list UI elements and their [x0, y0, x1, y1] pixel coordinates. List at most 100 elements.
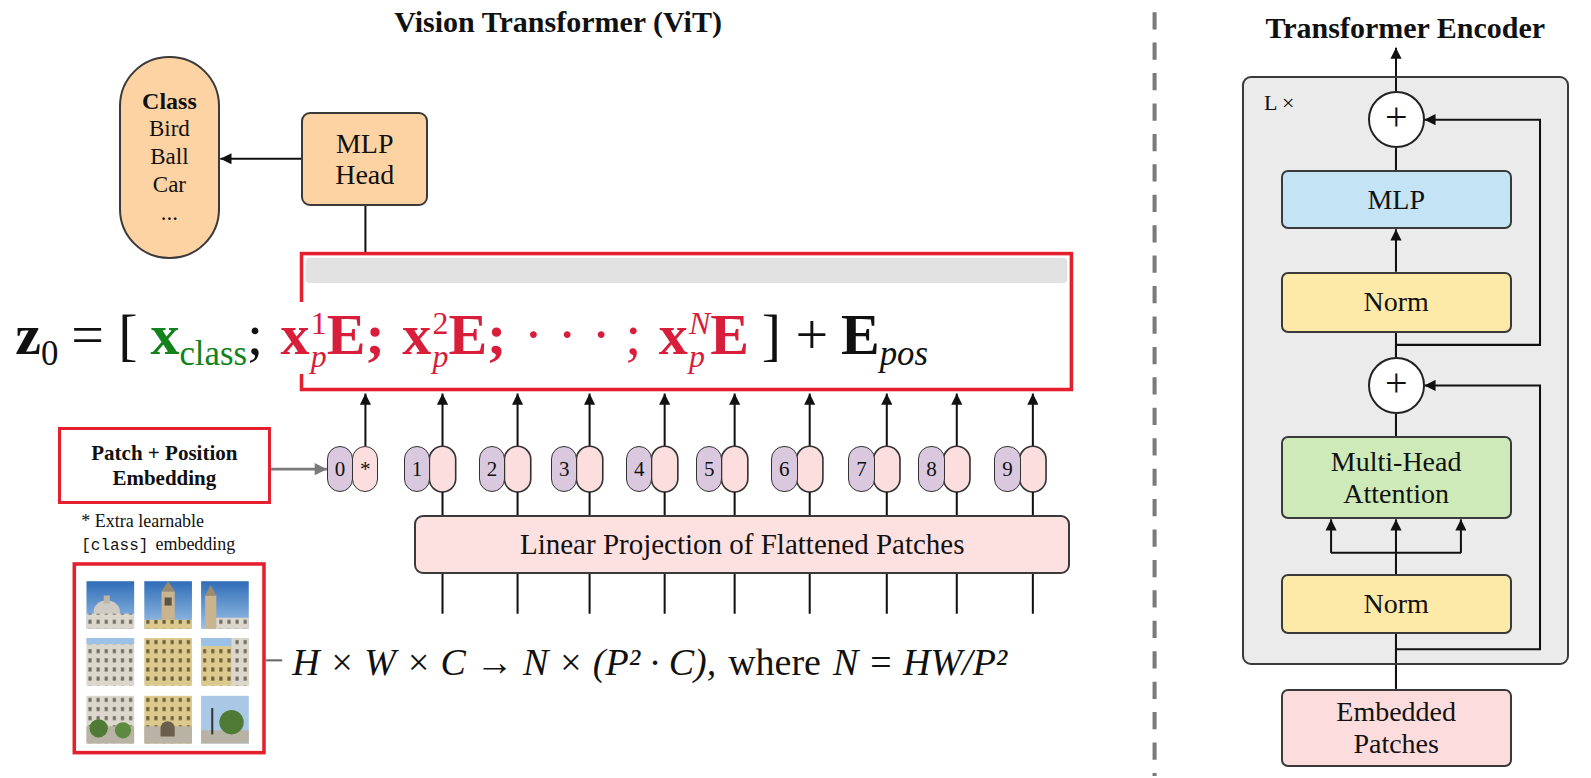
patch-facade: [232, 638, 249, 686]
script-stack: 1p: [311, 308, 327, 373]
formula-term: x: [402, 302, 431, 367]
formula-term: E: [841, 302, 880, 367]
patch-embedding-pill: [576, 446, 602, 492]
token-arrow: [734, 394, 736, 447]
position-number: *: [360, 457, 371, 481]
position-token: 4: [626, 446, 652, 492]
encoder-panel-fill: [1242, 76, 1569, 664]
encoder-bar-top: [306, 258, 1068, 283]
position-token: 7: [848, 446, 874, 492]
position-number: 5: [704, 457, 715, 481]
token-arrow: [1032, 394, 1034, 447]
projection-box: Linear Projection of Flattened Patches: [414, 515, 1070, 574]
patch-lamp: [211, 708, 213, 734]
token-arrow: [956, 394, 958, 447]
panel-heading: Transformer Encoder: [1184, 10, 1591, 46]
position-number: 0: [335, 457, 346, 481]
formula-script: p: [311, 341, 327, 374]
position-token: 3: [551, 446, 577, 492]
patch-tree: [219, 710, 243, 734]
shape-formula-term: N = HW/P²: [833, 642, 1007, 682]
position-number: 2: [487, 457, 498, 481]
formula-term: class: [179, 334, 247, 373]
qkv-arrow: [1460, 519, 1462, 552]
note-row: [class]embedding: [81, 534, 235, 555]
formula-term: pos: [880, 334, 928, 373]
patch-sky: [201, 696, 249, 744]
image-patch: [144, 638, 192, 686]
image-patch: [201, 581, 249, 629]
patch-sky: [86, 638, 134, 644]
output-arrow: [1395, 48, 1397, 92]
patch-facade: [144, 696, 192, 744]
token-arrow: [809, 394, 811, 447]
formula-term: 0: [41, 334, 58, 373]
formula-script: p: [689, 341, 710, 374]
diagram-title: Vision Transformer (ViT): [394, 4, 722, 40]
patch-embedding-pill: [1020, 446, 1046, 492]
highlight-frame: [74, 564, 264, 753]
formula-term: E;: [327, 302, 402, 367]
note-text: * Extra learnable: [81, 511, 204, 532]
code-token: [class]: [81, 537, 148, 555]
position-number: 3: [559, 457, 570, 481]
add-circle: +: [1368, 91, 1425, 148]
shape-formula-term: H × W × C → N × (P² · C),: [292, 642, 716, 682]
flow-arrow: [1396, 385, 1540, 688]
position-token: 9: [994, 446, 1020, 492]
class-output-box: ClassBird Ball Car ...: [119, 56, 220, 259]
patch-facade: [86, 696, 134, 744]
patch-embedding-pill: [721, 446, 747, 492]
box-label: Linear Projection of Flattened Patches: [520, 528, 965, 561]
patch-tree: [90, 719, 108, 737]
patch-embedding-pill: [429, 446, 455, 492]
repeat-count: L ×: [1264, 90, 1295, 116]
patch-spire: [205, 585, 216, 595]
image-patch: [201, 696, 249, 744]
token-arrow: [886, 394, 888, 447]
box-label: +: [1385, 363, 1408, 403]
formula-term: · · · ;: [524, 302, 659, 367]
position-number: 7: [856, 457, 867, 481]
embedding-equation: z0= [xclass;x1pE;x2pE;· · · ;xNpE] +Epos: [15, 302, 928, 374]
patch-facade: [201, 638, 249, 686]
norm-box: Norm: [1281, 574, 1512, 634]
projection-links: [443, 492, 1033, 515]
input-box: Embedded Patches: [1281, 689, 1512, 767]
qkv-arrow: [1330, 519, 1332, 552]
position-token: 5: [696, 446, 722, 492]
script-stack: 2p: [432, 308, 448, 373]
shape-formula: H × W × C → N × (P² · C), where N = HW/P²: [288, 642, 1011, 682]
callout-box: Patch + Position Embedding: [58, 427, 271, 504]
class-heading: Class: [142, 87, 197, 115]
patch-tower: [205, 595, 216, 628]
formula-term: ;: [247, 302, 281, 367]
mlp-head-box: MLP Head: [301, 112, 428, 206]
position-token: 0: [327, 446, 353, 492]
position-number: 1: [412, 457, 423, 481]
add-circle: +: [1368, 357, 1425, 414]
box-label: Multi-Head Attention: [1296, 446, 1496, 510]
patch-sky: [144, 581, 192, 629]
image-patch: [86, 581, 134, 629]
box-label: MLP: [1367, 184, 1425, 216]
formula-term: E;: [448, 302, 523, 367]
patch-embedding-pill: [874, 446, 900, 492]
image-patch: [144, 581, 192, 629]
box-label: Norm: [1364, 588, 1429, 620]
pointer-arrow: [271, 468, 327, 471]
box-label: MLP Head: [319, 128, 411, 190]
box-label: Embedded Patches: [1296, 696, 1496, 760]
patch-embedding-pill: [797, 446, 823, 492]
patch-facade: [86, 614, 134, 629]
formula-term: z: [15, 302, 41, 367]
flow-arrow: [1395, 148, 1397, 170]
patch-embedding-pill: [504, 446, 530, 492]
patch-sky: [86, 581, 134, 629]
token-arrow: [364, 394, 366, 447]
class-list: Bird Ball Car ...: [144, 115, 194, 227]
shape-formula-term: where: [728, 642, 821, 682]
formula-term: ] +: [749, 302, 841, 367]
patch-window: [165, 597, 172, 605]
formula-script: N: [689, 308, 710, 341]
